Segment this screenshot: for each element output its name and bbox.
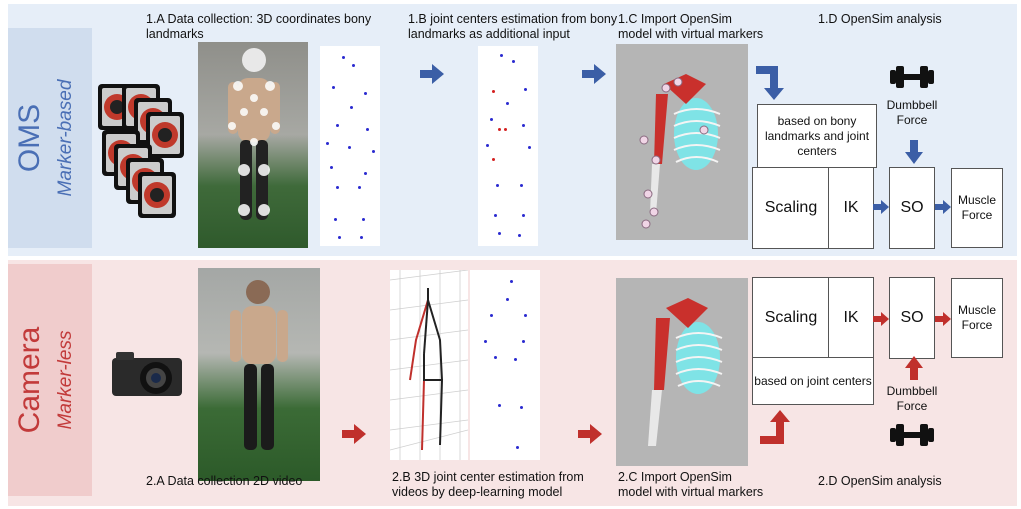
opensim-model-bottom xyxy=(616,278,748,466)
oms-camera-icon xyxy=(98,84,184,218)
step-2a-label: 2.A Data collection 2D video xyxy=(146,474,303,488)
so-box-bottom: SO xyxy=(889,277,935,359)
camera-subject-photo xyxy=(198,268,320,481)
step-2d-label: 2.D OpenSim analysis xyxy=(818,474,942,488)
joint-center-points-bottom xyxy=(470,270,540,460)
arrow-right-icon xyxy=(342,424,366,444)
muscle-force-box-top: Muscle Force xyxy=(951,168,1003,248)
camera-row-title: Camera xyxy=(13,326,46,434)
step-2b-label: 2.B 3D joint center estimation from vide… xyxy=(392,470,584,499)
dumbbell-force-label-bottom: Dumbbell Force xyxy=(886,384,938,413)
step-1a-label: 1.A Data collection: 3D coordinates bony… xyxy=(146,12,372,41)
dumbbell-icon xyxy=(890,66,934,88)
step-1c-label: 1.C Import OpenSim model with virtual ma… xyxy=(618,12,764,41)
step-2c-label: 2.C Import OpenSim model with virtual ma… xyxy=(618,470,764,499)
arrow-right-icon xyxy=(578,424,602,444)
elbow-arrow-icon xyxy=(756,66,784,100)
step-1b-label: 1.B joint centers estimation from bony l… xyxy=(408,12,618,41)
scaling-box-bottom: Scaling xyxy=(752,277,830,359)
basis-note-top: based on bony landmarks and joint center… xyxy=(757,104,877,168)
joint-center-points-top xyxy=(478,46,538,246)
opensim-model-top xyxy=(616,44,748,240)
oms-marker-points xyxy=(320,46,380,246)
arrow-right-icon xyxy=(873,312,889,326)
arrow-down-icon xyxy=(905,140,923,164)
arrow-right-icon xyxy=(935,312,951,326)
3d-skeleton-plot xyxy=(389,269,469,460)
video-camera-icon xyxy=(112,352,182,396)
oms-row-subtitle: Marker-based xyxy=(55,79,76,197)
step-1d-label: 1.D OpenSim analysis xyxy=(818,12,942,26)
arrow-up-icon xyxy=(905,356,923,380)
ik-box-bottom: IK xyxy=(828,277,874,359)
muscle-force-box-bottom: Muscle Force xyxy=(951,278,1003,358)
dumbbell-force-label-top: Dumbbell Force xyxy=(886,98,938,127)
arrow-right-icon xyxy=(873,200,889,214)
oms-row-title: OMS xyxy=(13,103,46,173)
elbow-arrow-icon xyxy=(760,410,790,444)
camera-row-subtitle: Marker-less xyxy=(55,330,76,430)
basis-note-bottom: based on joint centers xyxy=(752,357,874,405)
camera-sidebar: Camera Marker-less xyxy=(8,264,92,496)
arrow-right-icon xyxy=(420,64,444,84)
arrow-right-icon xyxy=(935,200,951,214)
so-box-top: SO xyxy=(889,167,935,249)
oms-sidebar: OMS Marker-based xyxy=(8,28,92,248)
scaling-box-top: Scaling xyxy=(752,167,830,249)
arrow-right-icon xyxy=(582,64,606,84)
oms-subject-photo xyxy=(198,42,308,248)
dumbbell-icon xyxy=(890,424,934,446)
ik-box-top: IK xyxy=(828,167,874,249)
